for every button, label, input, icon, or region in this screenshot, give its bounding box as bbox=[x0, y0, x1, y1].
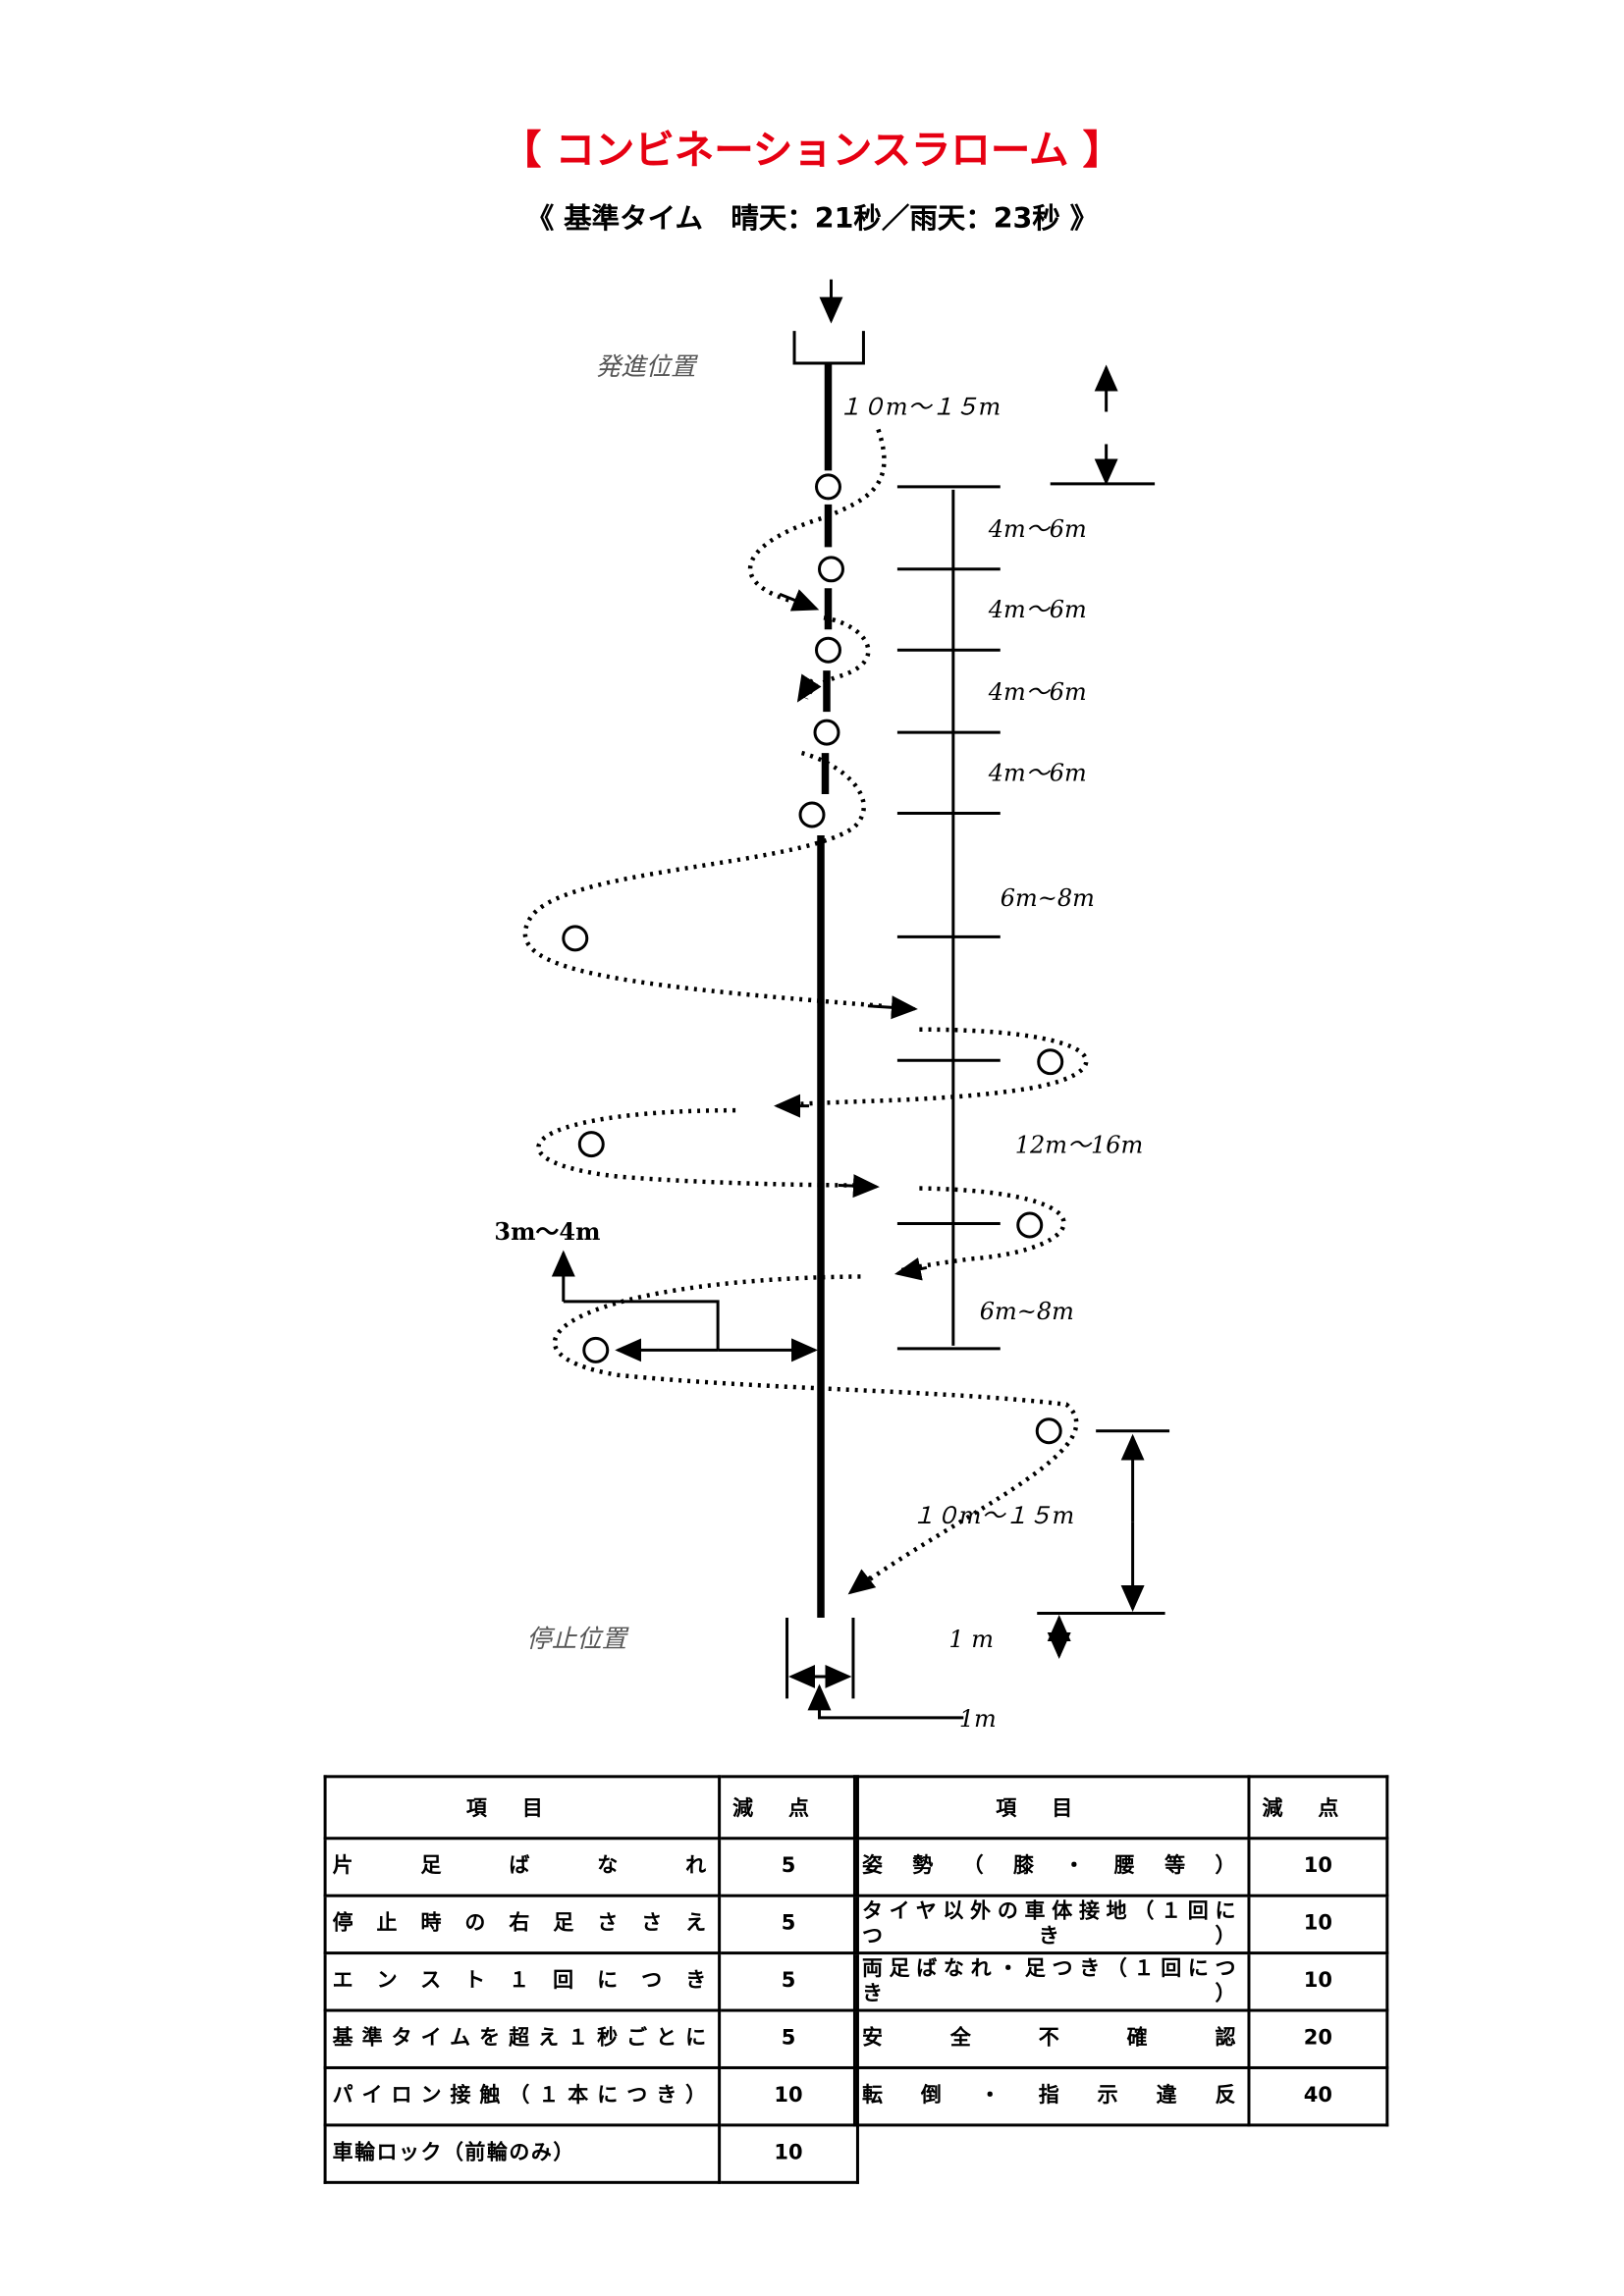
points: 10 bbox=[718, 2123, 859, 2184]
points: 10 bbox=[1247, 1837, 1389, 1897]
points: 10 bbox=[1247, 1951, 1389, 2012]
item: パイロン接触（１本につき） bbox=[323, 2065, 722, 2127]
gap-label-7: 6m~8m bbox=[980, 1298, 1074, 1325]
points: 5 bbox=[718, 1894, 859, 1955]
header-item: 項目 bbox=[323, 1775, 722, 1841]
start-distance-label: １０m～１５m bbox=[839, 393, 1001, 420]
gap-label-3: 4m～6m bbox=[988, 678, 1087, 706]
gap-label-2: 4m～6m bbox=[988, 596, 1087, 623]
item: 基準タイムを超え１秒ごとに bbox=[323, 2008, 722, 2069]
item: 姿勢（膝・腰等） bbox=[852, 1837, 1251, 1897]
table-row: 両足ばなれ・足つき（１回につき）10 bbox=[852, 1951, 1389, 2012]
gap-label-5: 6m~8m bbox=[1001, 884, 1095, 912]
penalty-table-right: 項目減点 姿勢（膝・腰等）10 タイヤ以外の車体接地（１回につき）10 両足ばな… bbox=[852, 1775, 1389, 2127]
item: 停止時の右足ささえ bbox=[323, 1894, 722, 1955]
offset-label: 3m～4m bbox=[494, 1217, 600, 1246]
header-item: 項目 bbox=[852, 1775, 1251, 1841]
header-points: 減点 bbox=[718, 1775, 859, 1841]
item: 転倒・指示違反 bbox=[852, 2065, 1251, 2127]
table-row: 車輪ロック（前輪のみ）10 bbox=[323, 2123, 859, 2184]
item: 車輪ロック（前輪のみ） bbox=[323, 2123, 722, 2184]
points: 5 bbox=[718, 1837, 859, 1897]
route-arrows bbox=[774, 589, 928, 1595]
points: 10 bbox=[718, 2065, 859, 2127]
item: エンスト１回につき bbox=[323, 1951, 722, 2012]
table-row: タイヤ以外の車体接地（１回につき）10 bbox=[852, 1894, 1389, 1955]
table-row: 姿勢（膝・腰等）10 bbox=[852, 1837, 1389, 1897]
cones bbox=[562, 473, 1064, 1445]
center-line bbox=[817, 363, 833, 1619]
gap-label-4: 4m～6m bbox=[988, 760, 1087, 787]
stop-position-label: 停止位置 bbox=[526, 1625, 628, 1654]
item: タイヤ以外の車体接地（１回につき） bbox=[852, 1894, 1251, 1955]
standard-time: 《 基準タイム 晴天：21秒／雨天：23秒 》 bbox=[525, 202, 1099, 236]
points: 5 bbox=[718, 2008, 859, 2069]
header-points: 減点 bbox=[1247, 1775, 1389, 1841]
dotted-route bbox=[522, 428, 1089, 1593]
item: 安全不確認 bbox=[852, 2008, 1251, 2069]
start-position-label: 発進位置 bbox=[596, 352, 698, 382]
stop-length-label: 1 m bbox=[948, 1626, 994, 1653]
gap-label-6: 12m～16m bbox=[1015, 1132, 1143, 1159]
gap-label-1: 4m～6m bbox=[988, 515, 1087, 543]
points: 5 bbox=[718, 1951, 859, 2012]
slalom-course-diagram: 発進位置 停止位置 １０m～１５m 4m～6m 4m～6m 4m～6m 4m～6… bbox=[494, 279, 1170, 1733]
item: 両足ばなれ・足つき（１回につき） bbox=[852, 1951, 1251, 2012]
start-box bbox=[792, 331, 865, 365]
table-row: パイロン接触（１本につき）10 bbox=[323, 2065, 859, 2127]
points: 10 bbox=[1247, 1894, 1389, 1955]
item: 片足ばなれ bbox=[323, 1837, 722, 1897]
points: 40 bbox=[1247, 2065, 1389, 2127]
points: 20 bbox=[1247, 2008, 1389, 2069]
end-distance-label: １０m～１５m bbox=[912, 1502, 1074, 1529]
stop-width-label: 1m bbox=[959, 1705, 997, 1733]
measure-lines bbox=[551, 364, 1170, 1720]
page-title: 【 コンビネーションスラローム 】 bbox=[501, 128, 1123, 174]
